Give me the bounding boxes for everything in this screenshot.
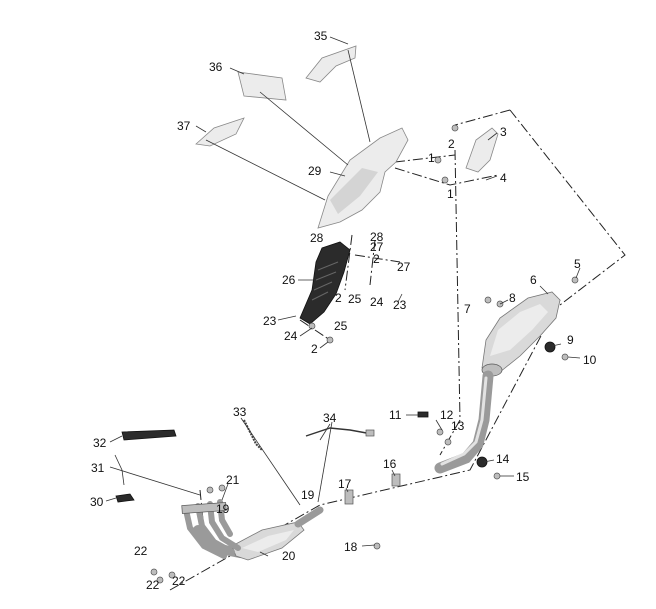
callout-28-left: 28 — [310, 231, 324, 245]
callout-32: 32 — [93, 436, 107, 450]
callout-25-lower: 25 — [334, 319, 348, 333]
callout-22-bottom-left: 22 — [146, 578, 160, 592]
callout-34: 34 — [323, 411, 337, 425]
muffler-bracket-3 — [465, 127, 499, 173]
header-pipes — [181, 499, 241, 559]
callout-6: 6 — [530, 273, 537, 287]
callout-1-lower: 1 — [447, 187, 454, 201]
callout-13: 13 — [451, 419, 465, 433]
heat-shield-plate-37 — [195, 117, 245, 147]
callout-19-left: 19 — [216, 502, 230, 516]
link-pipe — [434, 370, 494, 474]
callout-36: 36 — [209, 60, 223, 74]
callout-23-right: 23 — [393, 298, 407, 312]
hose-34 — [305, 427, 373, 437]
callout-9: 9 — [567, 333, 574, 347]
rod-31 — [114, 454, 125, 486]
assembly-line-guard-c — [354, 254, 401, 263]
strap-32 — [121, 429, 177, 441]
leader-lines — [105, 36, 581, 557]
callout-37: 37 — [177, 119, 191, 133]
hose-34-fitting — [365, 429, 375, 437]
callout-18: 18 — [344, 540, 358, 554]
callout-22-bottom-right: 22 — [172, 574, 186, 588]
callout-10: 10 — [583, 353, 597, 367]
callout-5: 5 — [574, 257, 581, 271]
callout-3: 3 — [500, 125, 507, 139]
assembly-line-muffler — [509, 109, 626, 306]
callout-35: 35 — [314, 29, 328, 43]
callout-29: 29 — [308, 164, 322, 178]
callout-17: 17 — [338, 477, 352, 491]
assembly-line-bracket — [454, 109, 511, 126]
callout-labels: 35 36 37 29 28 28 27 2 27 26 2 25 24 23 … — [90, 29, 597, 592]
assembly-line-heatshield — [394, 167, 499, 186]
spring-33 — [243, 419, 263, 451]
callout-22-top: 22 — [134, 544, 148, 558]
callout-16: 16 — [383, 457, 397, 471]
callout-24-left: 24 — [284, 329, 298, 343]
assembly-line-guard-d — [299, 319, 331, 341]
callout-33: 33 — [233, 405, 247, 419]
callout-20: 20 — [282, 549, 296, 563]
heat-shield-plate-36 — [237, 71, 287, 101]
callout-2-guard-middle: 2 — [335, 291, 342, 305]
heat-shield-29-shade — [330, 168, 378, 214]
callout-27-right: 27 — [397, 260, 411, 274]
fasteners — [150, 124, 579, 584]
oxygen-sensor-30 — [115, 493, 135, 503]
catalyst-outlet — [294, 506, 324, 528]
callout-12: 12 — [440, 408, 454, 422]
callout-30: 30 — [90, 495, 104, 509]
callout-14: 14 — [496, 452, 510, 466]
heat-shield-plate-35 — [305, 45, 357, 83]
callout-25-upper: 25 — [348, 292, 362, 306]
link-pipe-highlight — [440, 376, 488, 466]
muffler-6-highlight — [490, 304, 548, 356]
assembly-line-guard-a — [344, 234, 353, 291]
callout-2-bracket: 2 — [448, 137, 455, 151]
callout-19-right: 19 — [301, 488, 315, 502]
callout-31: 31 — [91, 461, 105, 475]
assembly-line-guard-b — [369, 239, 376, 286]
exhaust-guard-26 — [299, 241, 351, 325]
assembly-line-heatshield-upper — [394, 154, 456, 163]
callout-7: 7 — [464, 302, 471, 316]
callout-15: 15 — [516, 470, 530, 484]
callout-28-right: 28 — [370, 230, 384, 244]
catalytic-converter-20-highlight — [242, 530, 294, 552]
callout-1-upper: 1 — [428, 151, 435, 165]
callout-2-guard-lower: 2 — [311, 342, 318, 356]
callout-2-guard-upper: 2 — [373, 252, 380, 266]
callout-27-upper: 27 — [370, 240, 384, 254]
callout-8: 8 — [509, 291, 516, 305]
callout-26: 26 — [282, 273, 296, 287]
callout-11: 11 — [389, 408, 402, 422]
callout-21: 21 — [226, 473, 240, 487]
callout-23-left: 23 — [263, 314, 277, 328]
assembly-lines — [169, 109, 626, 591]
callout-4: 4 — [500, 171, 507, 185]
exhaust-guard-26-slots — [311, 261, 339, 301]
callout-24-right: 24 — [370, 295, 384, 309]
